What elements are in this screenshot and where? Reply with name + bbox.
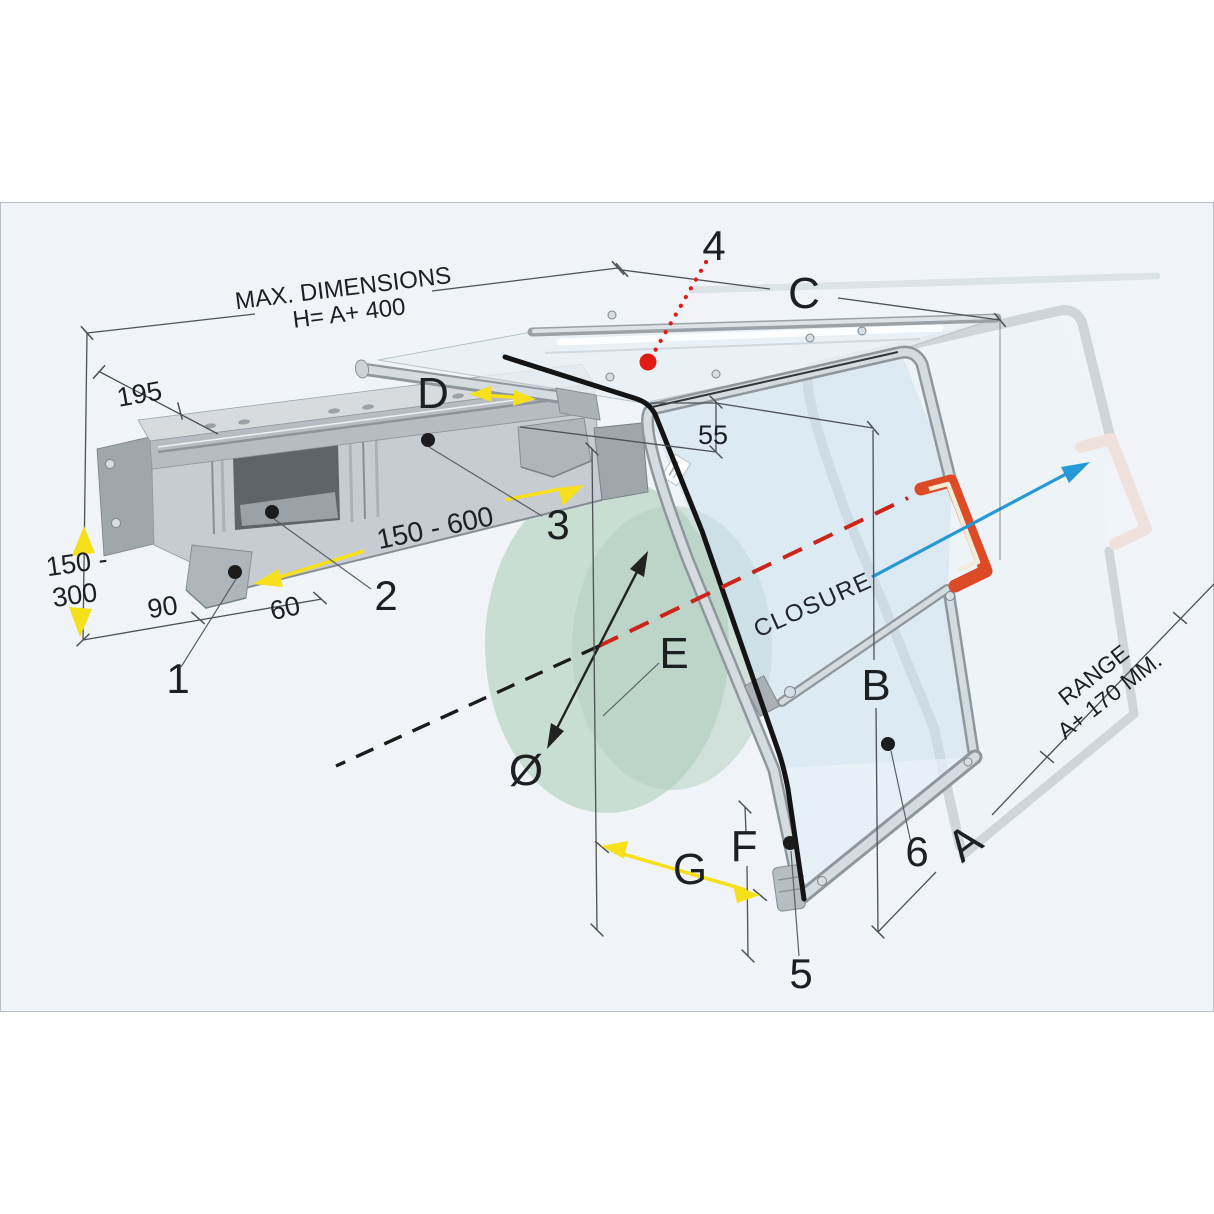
roof-tube-end-cap	[354, 359, 370, 379]
guard-handle-inner-face	[928, 481, 981, 573]
offset-55-label: 55	[698, 420, 728, 450]
letter-E: E	[659, 629, 688, 678]
beam-cavity-floor	[240, 492, 338, 526]
reach-arrow-head-right	[558, 485, 584, 506]
roof-back-rail-highlight	[532, 315, 997, 333]
floor-gap-arrow-line	[612, 849, 747, 892]
clamp-foot-left-edge	[520, 460, 592, 478]
cross-tube-inner	[779, 586, 950, 705]
axis-dashed-black	[335, 644, 600, 768]
reach-arrow-head-left	[253, 569, 283, 587]
vertical-adjust-arrow-down	[69, 607, 92, 637]
beam-bottom-edge	[244, 499, 603, 589]
mounting-plate-front	[96, 436, 159, 557]
dimension-ticks	[76, 260, 1188, 963]
ghost-roof-rail	[688, 272, 1161, 294]
ghost-handle	[1075, 433, 1152, 550]
callout4-dotted-leader	[649, 259, 709, 359]
roof-bolt	[607, 310, 617, 320]
letter-D: D	[417, 369, 449, 418]
callout-4: 4	[702, 222, 725, 269]
beam-rib	[348, 439, 354, 523]
support-arm	[96, 363, 649, 609]
roof-bolt	[605, 372, 615, 382]
callout-2: 2	[374, 572, 397, 619]
reach-arrow-line-right	[504, 487, 561, 502]
slide-arrow-head-left	[469, 386, 492, 402]
diameter-symbol: Ø	[509, 746, 543, 795]
window-frame-inner	[643, 348, 954, 897]
blade-diameter-arrow-line	[551, 561, 644, 737]
plate-bolt	[111, 518, 121, 528]
shield-sheet-edge	[502, 354, 807, 902]
frame-bolt	[963, 757, 973, 767]
letter-B: B	[861, 661, 890, 710]
rail-slot	[362, 404, 374, 410]
callout4-marker-dot	[639, 353, 657, 371]
roof-shade	[544, 338, 921, 354]
axis-dashed-red	[598, 496, 909, 648]
callout-5: 5	[789, 950, 812, 997]
foot-bracket-edge	[185, 589, 247, 609]
slide-arrow-head-right	[513, 390, 536, 406]
height-195-label: 195	[115, 375, 165, 412]
floor-gap-arrow-head-left	[601, 841, 628, 859]
beam-rib	[362, 437, 366, 520]
beam-rib	[220, 456, 226, 533]
vertical-adjust-label-2: 300	[50, 577, 99, 613]
letter-C: C	[788, 269, 820, 318]
floor-gap-arrow-head-right	[733, 885, 760, 903]
callout-6: 6	[905, 828, 928, 875]
foot-90-label: 90	[145, 590, 179, 624]
rail-slot	[204, 423, 216, 429]
part-number-callouts: 1 2 3 4 5 6	[166, 222, 928, 997]
roof-front-tube-inner	[360, 365, 574, 402]
beam-rib	[211, 457, 215, 535]
roof-glass	[377, 317, 998, 404]
yellow-arrow-heads	[69, 386, 760, 903]
roof-slide-clamp	[555, 387, 601, 421]
ghost-frame-right	[958, 546, 1139, 860]
frame-right-lower-inner	[945, 589, 978, 760]
open-direction-arrow-line	[871, 472, 1067, 579]
window-top-edge	[651, 351, 899, 408]
frame-bolt	[817, 876, 827, 886]
blade-diameter-arrow-head-upper	[630, 551, 648, 577]
plate-bolt	[105, 459, 115, 469]
clamp-foot-right	[593, 422, 649, 501]
frame-bolt	[784, 686, 796, 698]
bottom-rail-inner	[797, 752, 980, 902]
vertical-adjust-arrow-up	[72, 526, 95, 556]
beam-rib	[374, 435, 380, 518]
vertical-adjust-label-1: 150 -	[44, 544, 109, 582]
letter-G: G	[673, 845, 707, 894]
rail-groove	[157, 393, 593, 454]
callout-leaders	[180, 259, 912, 957]
roof-bolt	[711, 369, 721, 379]
callout-1: 1	[166, 655, 189, 702]
rail-slot	[452, 393, 464, 399]
rail-slot	[238, 419, 250, 425]
blade-diameter-arrow-head-lower	[547, 723, 564, 749]
guard-roof	[354, 310, 1002, 421]
rail-slot	[328, 408, 340, 414]
reach-arrow-line-left	[276, 549, 365, 580]
foot-60-label: 60	[267, 590, 303, 626]
roof-bolt	[857, 326, 867, 336]
callout-3: 3	[546, 501, 569, 548]
open-direction-arrow-head	[1061, 462, 1090, 483]
roof-highlight	[556, 324, 944, 346]
frame-bolt	[945, 591, 955, 601]
callout-marker-dots	[228, 353, 895, 850]
letter-F: F	[731, 822, 758, 871]
roof-bolt	[805, 333, 815, 343]
